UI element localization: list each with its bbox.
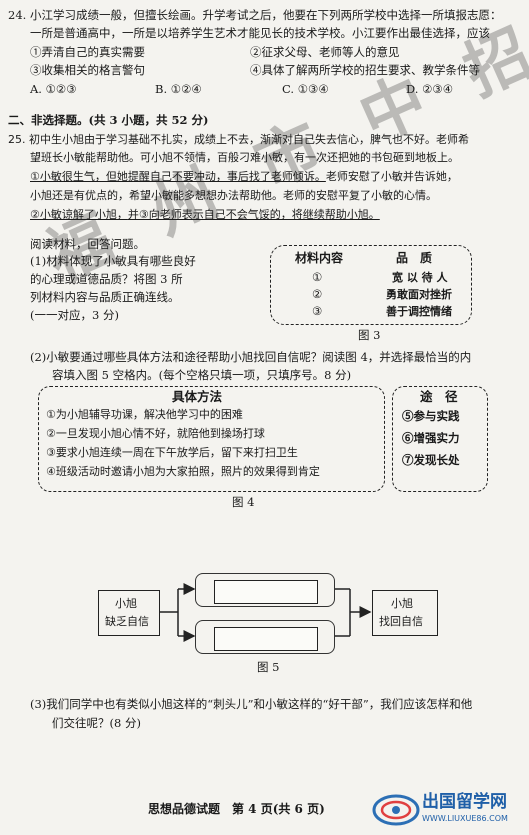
logo-name: 出国留学网 bbox=[422, 792, 507, 812]
figure5-end-label1: 小旭 bbox=[391, 597, 413, 610]
q25-material-line1: 25. 初中生小旭由于学习基础不扎实，成绩上不去，渐渐对自己失去信心，脾气也不好… bbox=[8, 133, 469, 146]
figure4-method-2: ②一旦发现小旭心情不好，就陪他到操场打球 bbox=[46, 427, 265, 440]
q25-material-line5: ②小敏谅解了小旭，并③向老师表示自己不会气馁的，将继续帮助小旭。 bbox=[30, 207, 380, 222]
part2-line2: 容填入图 5 空格内。(每个空格只填一项，只填序号。8 分) bbox=[52, 368, 352, 382]
figure5-start-box bbox=[98, 590, 160, 636]
part3-line2: 们交往呢？(8 分) bbox=[52, 716, 141, 730]
part1-line1: (1)材料体现了小敏具有哪些良好 bbox=[30, 254, 196, 268]
figure4-method-3: ③要求小旭连续一周在下午放学后，留下来打扫卫生 bbox=[46, 446, 298, 459]
figure3-quality-3: 善于调控情绪 bbox=[386, 305, 452, 318]
logo-url: WWW.LIUXUE86.COM bbox=[422, 814, 508, 823]
part3-line1: (3)我们同学中也有类似小旭这样的“刺头儿”和小敏这样的“好干部”，我们应该怎样… bbox=[30, 697, 473, 711]
figure5-caption: 图 5 bbox=[257, 660, 280, 674]
figure5-end-label2: 找回自信 bbox=[379, 615, 423, 628]
figure5-start-label2: 缺乏自信 bbox=[105, 615, 149, 628]
figure3-box bbox=[270, 245, 472, 325]
figure4-method-4: ④班级活动时邀请小旭为大家拍照，照片的效果得到肯定 bbox=[46, 465, 320, 478]
figure5-top-frame bbox=[195, 573, 335, 607]
part1-line2: 的心理或道德品质？将图 3 所 bbox=[30, 272, 183, 286]
figure4-ways-title: 途 径 bbox=[420, 389, 458, 404]
q25-material-point-3: 并③向老师表示自己不会气馁的，将继续帮助小旭。 bbox=[127, 208, 380, 221]
part1-line3: 列材料内容与品质正确连线。 bbox=[30, 290, 180, 304]
q24-option-4: ④具体了解两所学校的招生要求、教学条件等 bbox=[250, 63, 480, 77]
figure3-col-material: 材料内容 bbox=[295, 251, 344, 265]
q24-stem-line1: 24. 小江学习成绩一般，但擅长绘画。升学考试之后，他要在下列两所学校中选择一所… bbox=[8, 8, 502, 22]
figure3-item-2: ② bbox=[312, 287, 323, 301]
q24-choice-d: D. ②③④ bbox=[406, 82, 454, 96]
q25-material-line2: 望班长小敏能帮助他。可小旭不领情，百般刁难小敏，有一次还把她的书包砸到地板上。 bbox=[30, 151, 459, 164]
q25-material-point-1: ①小敏很生气，但她提醒自己不要冲动，事后找了老师倾诉。 bbox=[30, 170, 326, 183]
q25-material-line3: ①小敏很生气，但她提醒自己不要冲动，事后找了老师倾诉。老师安慰了小敏并告诉她， bbox=[30, 169, 458, 184]
figure4-caption: 图 4 bbox=[232, 495, 255, 509]
logo-globe-icon bbox=[372, 794, 420, 826]
q24-option-3: ③收集相关的格言警句 bbox=[30, 63, 145, 77]
figure4-methods-box bbox=[38, 386, 385, 492]
q25-material-line4: 小旭还是有优点的，希望小敏能多想想办法帮助他。老师的安慰平复了小敏的心情。 bbox=[30, 189, 437, 202]
figure5-bottom-frame bbox=[195, 620, 335, 654]
q24-choice-b: B. ①②④ bbox=[155, 82, 202, 96]
figure4-way-5: ⑤参与实践 bbox=[402, 409, 460, 423]
figure3-caption: 图 3 bbox=[358, 328, 381, 342]
q24-stem-line2: 一所是普通高中，一所是以培养学生艺术才能见长的技术学校。小江要作出最佳选择，应该 bbox=[30, 26, 490, 40]
figure4-method-1: ①为小旭辅导功课，解决他学习中的困难 bbox=[46, 408, 243, 421]
section-heading: 二、非选择题。(共 3 小题，共 52 分) bbox=[8, 113, 209, 127]
q24-choice-a: A. ①②③ bbox=[30, 82, 77, 96]
figure4-way-7: ⑦发现长处 bbox=[402, 453, 460, 467]
figure5-blank-1[interactable] bbox=[214, 580, 318, 604]
q25-material-point-2: ②小敏谅解了小旭， bbox=[30, 208, 128, 221]
page-footer: 思想品德试题 第 4 页(共 6 页) bbox=[148, 802, 325, 816]
figure4-ways-box bbox=[392, 386, 488, 492]
q24-option-2: ②征求父母、老师等人的意见 bbox=[250, 45, 400, 59]
figure4-methods-title: 具体方法 bbox=[172, 389, 223, 404]
figure3-col-quality: 品 质 bbox=[396, 251, 433, 265]
q25-material-line3-rest: 老师安慰了小敏并告诉她， bbox=[325, 170, 458, 183]
figure3-quality-1: 宽 以 待 人 bbox=[392, 271, 448, 284]
reading-instruction: 阅读材料，回答问题。 bbox=[30, 237, 145, 251]
figure5-blank-2[interactable] bbox=[214, 627, 318, 651]
site-logo[interactable]: 出国留学网 WWW.LIUXUE86.COM bbox=[370, 786, 529, 831]
figure3-quality-2: 勇敢面对挫折 bbox=[386, 288, 452, 301]
figure4-way-6: ⑥增强实力 bbox=[402, 431, 460, 445]
figure5-end-box bbox=[372, 590, 438, 636]
part2-line1: (2)小敏要通过哪些具体方法和途径帮助小旭找回自信呢？阅读图 4，并选择最恰当的… bbox=[30, 350, 472, 364]
q24-choice-c: C. ①③④ bbox=[282, 82, 329, 96]
figure3-item-3: ③ bbox=[312, 304, 323, 318]
q24-option-1: ①弄清自己的真实需要 bbox=[30, 45, 145, 59]
part1-line4: (一一对应，3 分) bbox=[30, 308, 119, 322]
figure3-item-1: ① bbox=[312, 270, 323, 284]
figure5-start-label1: 小旭 bbox=[115, 597, 137, 610]
